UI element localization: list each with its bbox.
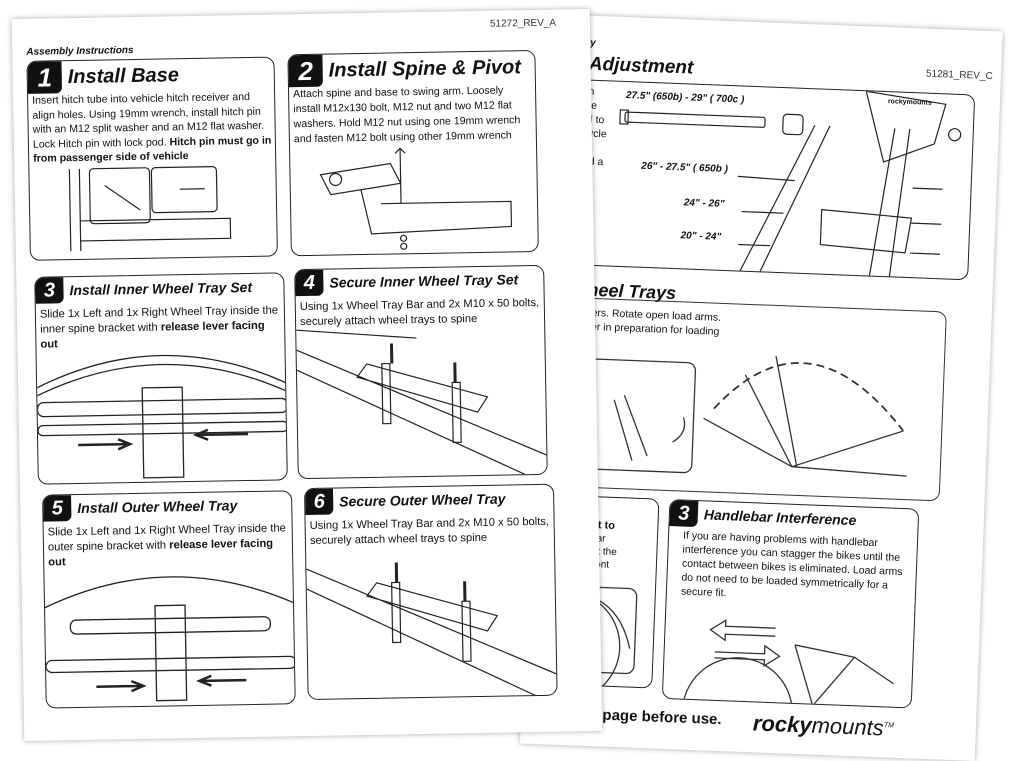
load-arm-illustration xyxy=(571,355,907,477)
axle-adjustment-illustration xyxy=(619,90,962,279)
size-adjustment-panel: n has anidge. Theadjusted toious bicycle… xyxy=(519,77,976,281)
hitch-illustration xyxy=(68,166,232,252)
stagger-bikes-illustration xyxy=(681,619,894,709)
tray-bar-illustration xyxy=(296,329,548,477)
spine-pivot-illustration xyxy=(319,147,513,250)
doc-id: 51272_REV_A xyxy=(489,17,557,30)
wheel-trays-panel xyxy=(519,295,947,502)
right-instruction-page: ability 51281_REV_C ge Adjustment n has … xyxy=(519,14,1003,761)
outer-tray-bar-illustration xyxy=(306,562,558,698)
doc-id: 51281_REV_C xyxy=(925,68,993,83)
inner-tray-illustration xyxy=(36,354,288,479)
brand-logo: rockymountsTM xyxy=(752,710,895,741)
outer-tray-illustration xyxy=(44,576,296,702)
section-label: Assembly Instructions xyxy=(26,44,134,58)
